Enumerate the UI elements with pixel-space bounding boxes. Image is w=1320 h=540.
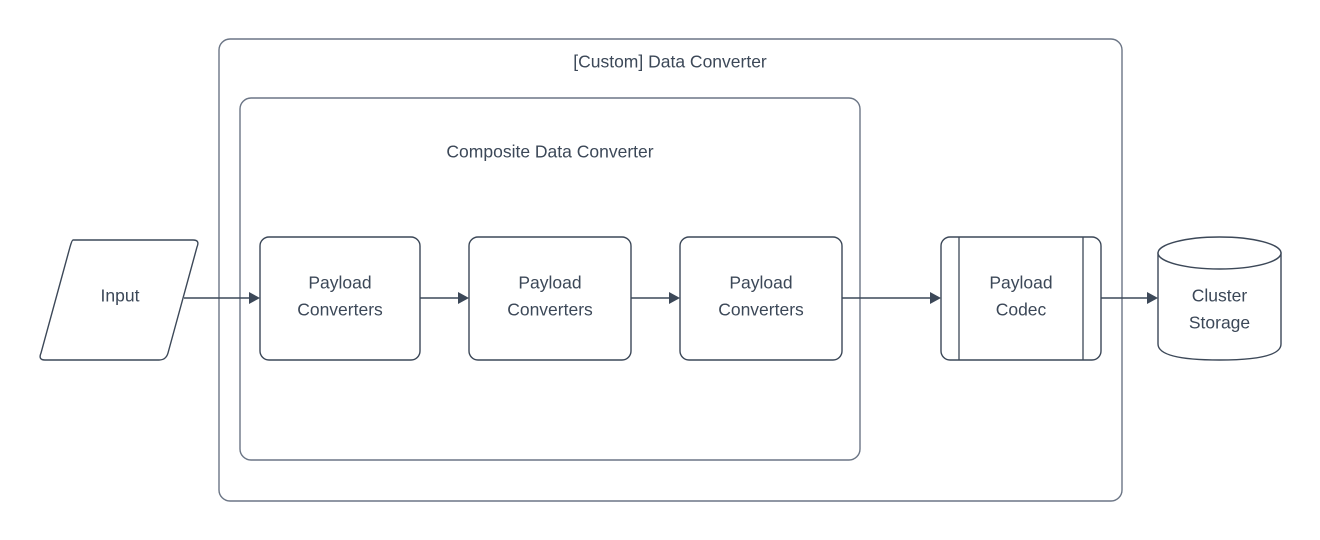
arrowhead-icon xyxy=(249,292,260,304)
cluster-storage-body[interactable] xyxy=(1157,252,1282,361)
node-payload-converters-3[interactable]: Payload Converters xyxy=(679,236,843,361)
payload-converters-3-label-line2: Converters xyxy=(718,300,804,320)
payload-converters-2-label-line2: Converters xyxy=(507,300,593,320)
payload-converters-2-box[interactable] xyxy=(468,236,632,361)
cluster-storage-top xyxy=(1157,236,1282,270)
payload-codec-box[interactable] xyxy=(940,236,1102,361)
node-input[interactable]: Input xyxy=(39,239,199,361)
custom-data-converter-label: [Custom] Data Converter xyxy=(573,52,767,72)
arrowhead-icon xyxy=(930,292,941,304)
edge-payload-codec-to-cluster-storage xyxy=(1101,292,1158,304)
payload-converters-1-label-line1: Payload xyxy=(308,273,371,293)
edge-converters-2-to-converters-3 xyxy=(631,292,680,304)
payload-codec-label-line2: Codec xyxy=(996,300,1047,320)
edge-converters-3-to-payload-codec xyxy=(842,292,941,304)
payload-converters-3-box[interactable] xyxy=(679,236,843,361)
input-label: Input xyxy=(101,286,140,306)
input-parallelogram[interactable] xyxy=(39,239,199,361)
arrowhead-icon xyxy=(1147,292,1158,304)
node-cluster-storage[interactable]: Cluster Storage xyxy=(1157,236,1282,361)
payload-converters-2-label-line1: Payload xyxy=(518,273,581,293)
cluster-storage-label-line2: Storage xyxy=(1189,313,1250,333)
arrowhead-icon xyxy=(669,292,680,304)
cluster-storage-label-line1: Cluster xyxy=(1192,286,1248,306)
edge-input-to-converters-1 xyxy=(184,292,260,304)
payload-codec-label-line1: Payload xyxy=(989,273,1052,293)
payload-converters-3-label-line1: Payload xyxy=(729,273,792,293)
payload-converters-1-box[interactable] xyxy=(259,236,421,361)
node-payload-converters-1[interactable]: Payload Converters xyxy=(259,236,421,361)
composite-data-converter-label: Composite Data Converter xyxy=(446,142,653,162)
arrowhead-icon xyxy=(458,292,469,304)
node-payload-converters-2[interactable]: Payload Converters xyxy=(468,236,632,361)
edge-converters-1-to-converters-2 xyxy=(420,292,469,304)
payload-converters-1-label-line2: Converters xyxy=(297,300,383,320)
node-payload-codec[interactable]: Payload Codec xyxy=(940,236,1102,361)
